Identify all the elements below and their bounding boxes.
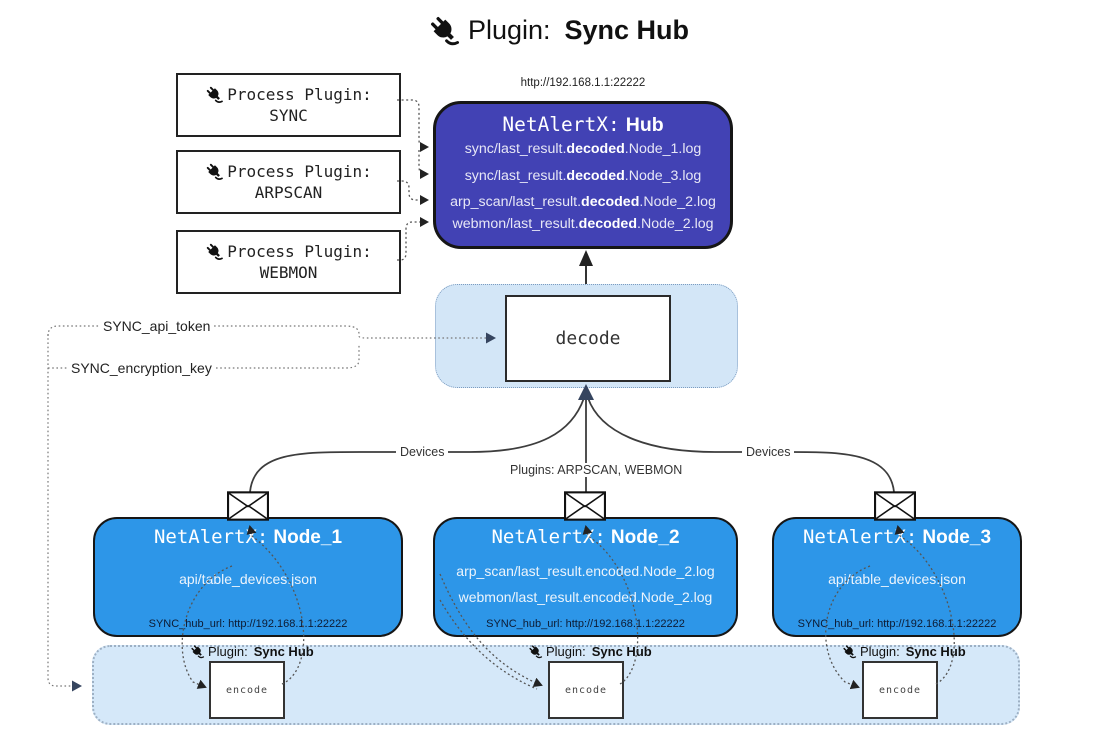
envelope-icon-node-2 (564, 491, 606, 521)
node-file: arp_scan/last_result.encoded.Node_2.log (456, 563, 715, 579)
node-file: webmon/last_result.encoded.Node_2.log (458, 589, 713, 605)
log-pre: sync/last_result. (464, 168, 567, 184)
hub-title-label: NetAlertX: (502, 113, 620, 136)
decode-box: decode (505, 295, 671, 382)
hub-title-name: Hub (625, 114, 664, 136)
plug-icon (428, 14, 461, 47)
hub-title: NetAlertX:Hub (436, 113, 730, 137)
process-plugin-arpscan-row: Process Plugin: (205, 162, 372, 181)
encoder-1-label: Plugin: Sync Hub (190, 644, 314, 659)
node-title-name: Node_2 (610, 527, 680, 548)
edge-node3-to-decode (587, 397, 895, 493)
encoder-label-name: Sync Hub (591, 644, 652, 659)
node-title-label: NetAlertX: (153, 526, 269, 548)
node-title-name: Node_1 (273, 527, 343, 548)
edge-label-devices-left: Devices (396, 445, 449, 459)
edge-label-devices-right: Devices (742, 445, 795, 459)
process-plugin-name: ARPSCAN (254, 183, 323, 202)
hub-log-line: sync/last_result.decoded.Node_1.log (436, 141, 730, 157)
plug-icon (205, 85, 224, 104)
hub-log-line: webmon/last_result.decoded.Node_2.log (436, 216, 730, 232)
plug-icon (190, 644, 205, 659)
encoder-label-name: Sync Hub (253, 644, 314, 659)
process-plugin-name: WEBMON (259, 263, 318, 282)
plug-icon (528, 644, 543, 659)
log-bold: decoded (578, 216, 637, 232)
page-title: Plugin: Sync Hub (0, 14, 1117, 47)
log-post: .Node_2.log (639, 194, 716, 210)
plug-icon (205, 242, 224, 261)
node-1-box: NetAlertX:Node_1 api/table_devices.json … (93, 517, 403, 637)
edge-webmon-to-hub (397, 217, 429, 261)
encode-box-2: encode (548, 661, 624, 719)
title-name: Sync Hub (564, 15, 690, 45)
node-title-label: NetAlertX: (491, 526, 606, 548)
plugin-to-hub-edges (397, 99, 429, 261)
node-hub-url: SYNC_hub_url: http://192.168.1.1:22222 (797, 618, 997, 630)
hub-log-line: arp_scan/last_result.decoded.Node_2.log (436, 194, 730, 210)
log-bold: decoded (581, 194, 640, 210)
log-pre: webmon/last_result. (452, 216, 579, 232)
log-post: .Node_2.log (637, 216, 714, 232)
arrowhead-into-hub (579, 250, 593, 266)
hub-box: NetAlertX:Hub sync/last_result.decoded.N… (433, 101, 733, 249)
node-to-decode-edges (249, 397, 895, 493)
plug-icon (205, 162, 224, 181)
hub-log-line: sync/last_result.decoded.Node_3.log (436, 168, 730, 184)
edge-settings-to-encoders (47, 334, 82, 692)
log-bold: decoded (566, 141, 625, 157)
node-hub-url: SYNC_hub_url: http://192.168.1.1:22222 (486, 618, 685, 630)
process-plugin-sync-row: Process Plugin: (205, 85, 372, 104)
sync-encryption-key-label: SYNC_encryption_key (68, 360, 215, 376)
edge-arpscan-to-hub (397, 180, 429, 205)
encode-box-1: encode (209, 661, 285, 719)
process-plugin-label: Process Plugin: (227, 242, 372, 261)
node-title-name: Node_3 (922, 527, 992, 548)
process-plugin-webmon-row: Process Plugin: (205, 242, 372, 261)
process-plugin-name: SYNC (269, 106, 308, 125)
process-plugin-arpscan: Process Plugin: ARPSCAN (176, 150, 401, 214)
plug-icon (842, 644, 857, 659)
encoder-label-name: Sync Hub (905, 644, 966, 659)
process-plugin-label: Process Plugin: (227, 85, 372, 104)
encoder-label-text: Plugin: (208, 644, 248, 659)
log-pre: sync/last_result. (464, 141, 567, 157)
node-3-box: NetAlertX:Node_3 api/table_devices.json … (772, 517, 1022, 637)
log-bold: decoded (566, 168, 625, 184)
envelope-icon-node-3 (874, 491, 916, 521)
node-file: api/table_devices.json (828, 571, 966, 587)
node-file: api/table_devices.json (179, 571, 317, 587)
process-plugin-label: Process Plugin: (227, 162, 372, 181)
edge-sync-to-hub-1 (397, 99, 429, 152)
hub-url: http://192.168.1.1:22222 (520, 77, 646, 89)
edge-sync-to-hub-2 (418, 150, 429, 179)
sync-api-token-label: SYNC_api_token (100, 318, 214, 334)
node-title-label: NetAlertX: (802, 526, 918, 548)
edge-label-plugins: Plugins: ARPSCAN, WEBMON (506, 463, 687, 477)
process-plugin-sync: Process Plugin: SYNC (176, 73, 401, 137)
encode-box-3: encode (862, 661, 938, 719)
node-title: NetAlertX:Node_3 (774, 526, 1020, 549)
envelope-icon-node-1 (227, 491, 269, 521)
encoder-label-text: Plugin: (546, 644, 586, 659)
log-pre: arp_scan/last_result. (450, 194, 582, 210)
log-post: .Node_1.log (624, 141, 702, 157)
node-title: NetAlertX:Node_2 (435, 526, 736, 549)
encoder-3-label: Plugin: Sync Hub (842, 644, 966, 659)
node-hub-url: SYNC_hub_url: http://192.168.1.1:22222 (148, 618, 348, 630)
encoder-label-text: Plugin: (860, 644, 900, 659)
node-2-box: NetAlertX:Node_2 arp_scan/last_result.en… (433, 517, 738, 637)
title-label: Plugin: (467, 15, 551, 45)
encoder-2-label: Plugin: Sync Hub (528, 644, 652, 659)
process-plugin-webmon: Process Plugin: WEBMON (176, 230, 401, 294)
node-title: NetAlertX:Node_1 (95, 526, 401, 549)
log-post: .Node_3.log (624, 168, 702, 184)
